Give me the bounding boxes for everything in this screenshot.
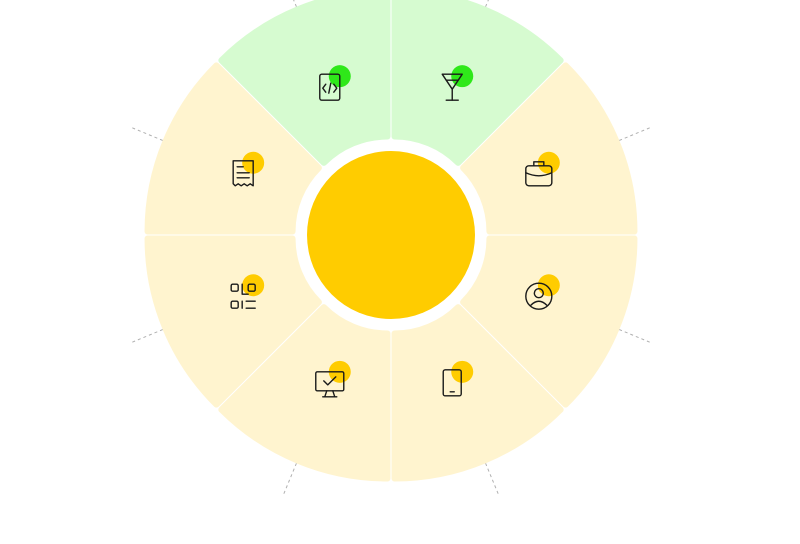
monitor-check-icon [315,371,345,398]
segment-shape [218,0,391,166]
segment-mobile[interactable] [391,304,564,482]
leader-lines [129,0,653,497]
segment-profile[interactable] [460,235,638,408]
segment-monitor[interactable] [218,304,391,482]
segment-shape [144,235,322,408]
leader-line-drinks [485,0,489,7]
cocktail-glass-icon [441,73,463,101]
leader-line-mobile [485,463,500,497]
segment-shape [391,304,564,482]
code-file-icon [319,73,341,101]
segment-code[interactable] [218,0,391,166]
qr-code-icon [230,283,256,309]
status-dot [242,274,265,297]
center-circle [307,151,475,319]
receipt-icon [232,160,254,187]
status-dot [451,65,474,88]
status-dot [451,360,474,383]
status-dot [537,151,560,174]
segment-business[interactable] [460,62,638,235]
briefcase-icon [525,161,553,187]
leader-line-profile [619,329,653,344]
segment-receipt[interactable] [144,62,322,235]
segment-shape [460,235,638,408]
user-circle-icon [525,282,553,310]
leader-line-receipt [129,126,163,141]
segment-shape [460,62,638,235]
segments-group [144,0,638,482]
leader-line-code [293,0,297,7]
leader-line-monitor [282,463,297,497]
tablet-icon [442,369,462,397]
segment-drinks[interactable] [391,0,564,166]
status-dot [537,274,560,297]
segment-shape [218,304,391,482]
segment-qr[interactable] [144,235,322,408]
leader-line-business [619,126,653,141]
segment-shape [391,0,564,166]
leader-line-qr [129,329,163,344]
segment-shape [144,62,322,235]
